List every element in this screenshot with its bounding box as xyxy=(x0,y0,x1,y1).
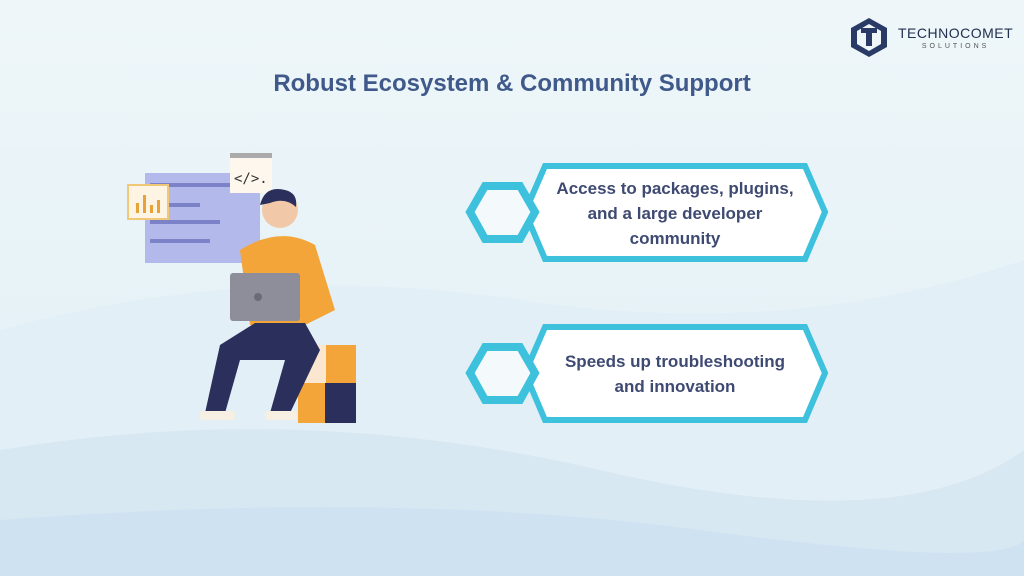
feature-card: Speeds up troubleshooting and innovation xyxy=(465,323,831,425)
hexagon-frame-icon xyxy=(465,163,829,262)
hexagon-frame-icon xyxy=(465,324,829,423)
logo-name: TECHNOCOMET xyxy=(898,24,1014,41)
logo-tagline: SOLUTIONS xyxy=(921,42,990,50)
company-logo: TECHNOCOMET SOLUTIONS xyxy=(848,16,1013,58)
developer-illustration: </>. xyxy=(120,145,370,435)
page-title: Robust Ecosystem & Community Support xyxy=(273,70,751,97)
code-tag: </>. xyxy=(234,171,268,187)
card-text: Access to packages, plugins, and a large… xyxy=(556,178,794,248)
feature-card: Access to packages, plugins, and a large… xyxy=(465,162,831,264)
logo-icon xyxy=(851,18,887,57)
card-text: Speeds up troubleshooting and innovation xyxy=(564,352,786,396)
